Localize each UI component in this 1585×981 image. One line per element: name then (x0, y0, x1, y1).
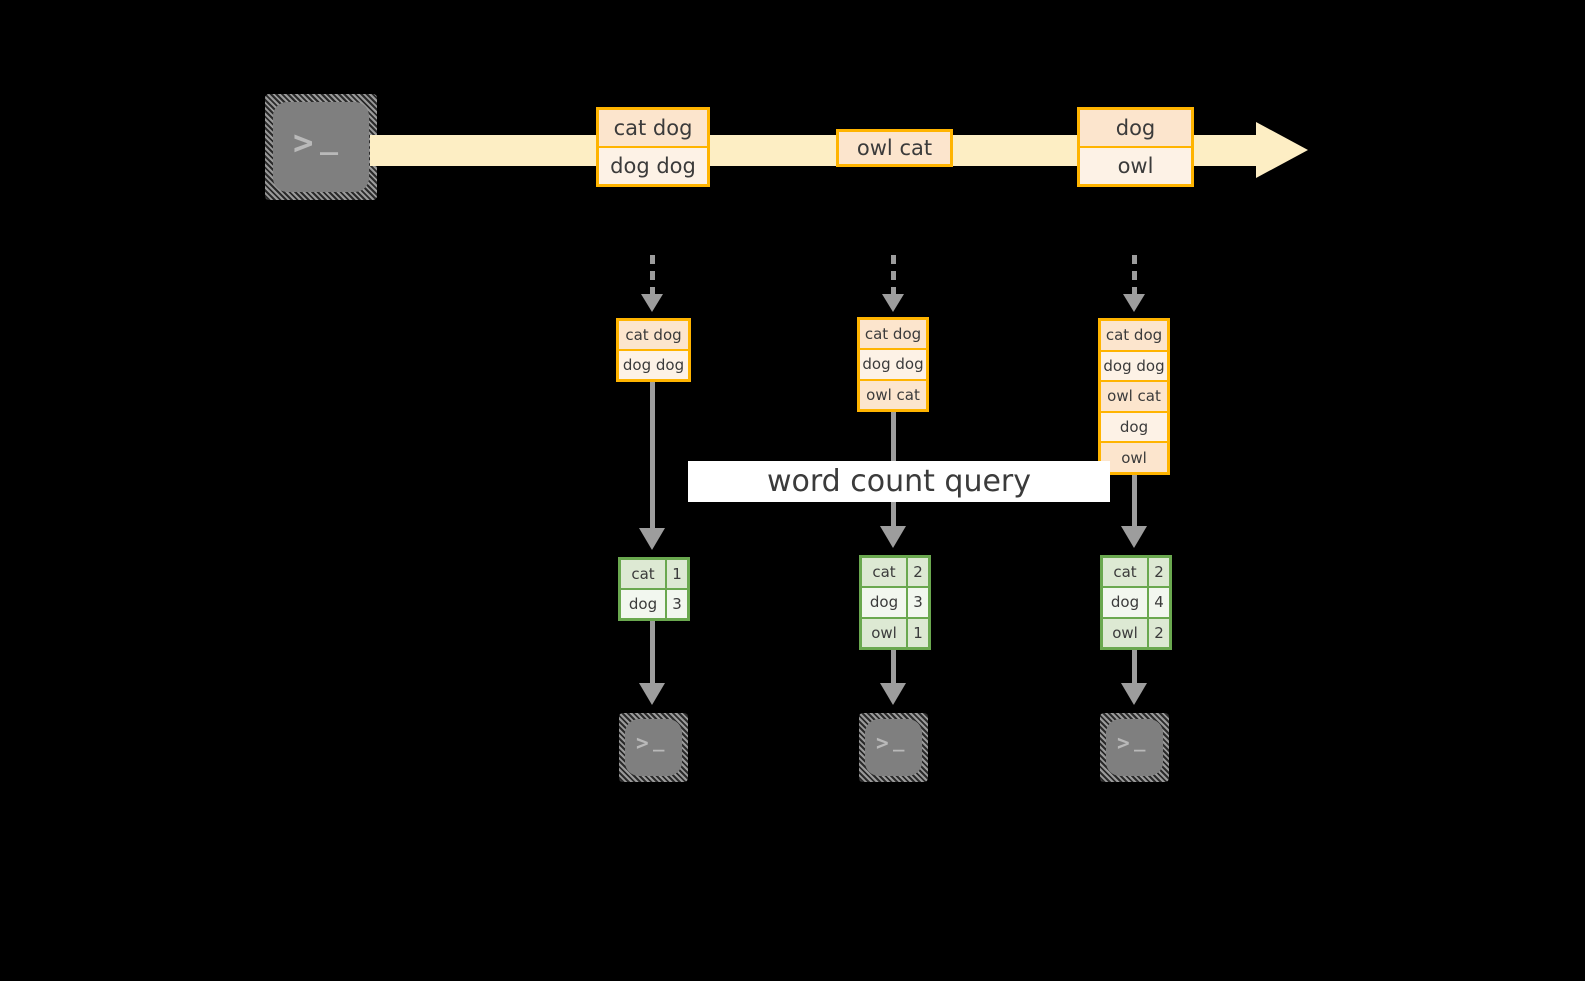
column-3-sink-arrowhead (1121, 683, 1147, 705)
count-cell: 3 (908, 588, 928, 617)
column-3-query-arrowhead (1121, 526, 1147, 548)
accumulated-line: cat dog (860, 320, 926, 349)
table-row: dog 4 (1103, 586, 1169, 617)
terminal-prompt-glyph: > (1117, 731, 1131, 755)
query-label: word count query (688, 461, 1110, 502)
table-row: cat 2 (1103, 558, 1169, 587)
stream-batch-1[interactable]: cat dog dog dog (596, 107, 710, 187)
accumulated-line: cat dog (1101, 321, 1167, 350)
count-cell: 1 (667, 560, 687, 588)
stream-arrow-head (1256, 122, 1308, 178)
column-1-query-connector (650, 382, 655, 532)
column-3-accumulated-box[interactable]: cat dog dog dog owl cat dog owl (1098, 318, 1170, 475)
terminal-body (1106, 719, 1163, 776)
column-3-input-arrowhead (1123, 294, 1145, 312)
word-cell: owl (1103, 618, 1149, 647)
terminal-body (625, 719, 682, 776)
terminal-cursor-glyph: _ (653, 730, 666, 752)
column-1-result-table[interactable]: cat 1 dog 3 (618, 557, 690, 621)
column-3-sink-terminal-icon: > _ (1100, 713, 1169, 782)
column-3-sink-connector (1132, 650, 1137, 687)
count-cell: 3 (667, 590, 687, 618)
terminal-cursor-glyph: _ (893, 730, 906, 752)
column-1-sink-terminal-icon: > _ (619, 713, 688, 782)
table-row: dog 3 (621, 588, 687, 618)
column-3-result-table[interactable]: cat 2 dog 4 owl 2 (1100, 555, 1172, 650)
terminal-body (865, 719, 922, 776)
column-3-input-connector (1132, 255, 1137, 300)
word-cell: dog (862, 588, 908, 617)
terminal-prompt-glyph: > (636, 731, 650, 755)
word-cell: cat (862, 558, 908, 587)
source-terminal-icon: > _ (265, 94, 377, 200)
stream-batch-3[interactable]: dog owl (1077, 107, 1194, 187)
column-1-input-connector (650, 255, 655, 300)
accumulated-line: owl (1101, 441, 1167, 472)
count-cell: 2 (1149, 618, 1169, 647)
terminal-cursor-glyph: _ (1134, 730, 1147, 752)
count-cell: 2 (908, 558, 928, 587)
column-2-accumulated-box[interactable]: cat dog dog dog owl cat (857, 317, 929, 412)
column-3-query-connector (1132, 475, 1137, 530)
word-cell: dog (621, 590, 667, 618)
column-2-sink-terminal-icon: > _ (859, 713, 928, 782)
terminal-cursor-glyph: _ (320, 121, 340, 156)
table-row: cat 1 (621, 560, 687, 588)
table-row: cat 2 (862, 558, 928, 587)
stream-batch-2[interactable]: owl cat (836, 129, 953, 167)
table-row: owl 2 (1103, 616, 1169, 647)
accumulated-line: owl cat (1101, 380, 1167, 411)
word-cell: cat (1103, 558, 1149, 587)
stream-line: owl cat (839, 132, 950, 164)
count-cell: 1 (908, 618, 928, 647)
count-cell: 2 (1149, 558, 1169, 587)
column-2-input-arrowhead (882, 294, 904, 312)
word-cell: dog (1103, 588, 1149, 617)
column-1-query-arrowhead (639, 528, 665, 550)
stream-line: cat dog (599, 110, 707, 146)
accumulated-line: dog dog (619, 349, 688, 379)
column-1-sink-arrowhead (639, 683, 665, 705)
column-1-accumulated-box[interactable]: cat dog dog dog (616, 318, 691, 382)
count-cell: 4 (1149, 588, 1169, 617)
accumulated-line: dog dog (1101, 349, 1167, 381)
column-1-sink-connector (650, 621, 655, 687)
column-2-input-connector (891, 255, 896, 300)
stream-line: dog dog (599, 146, 707, 184)
column-2-result-table[interactable]: cat 2 dog 3 owl 1 (859, 555, 931, 650)
terminal-prompt-glyph: > (293, 123, 316, 163)
stream-line: owl (1080, 146, 1191, 184)
column-2-sink-arrowhead (880, 683, 906, 705)
terminal-prompt-glyph: > (876, 731, 890, 755)
column-1-input-arrowhead (641, 294, 663, 312)
word-cell: cat (621, 560, 667, 588)
column-2-sink-connector (891, 650, 896, 687)
accumulated-line: owl cat (860, 378, 926, 409)
accumulated-line: dog (1101, 410, 1167, 442)
terminal-body (273, 102, 369, 192)
accumulated-line: cat dog (619, 321, 688, 349)
accumulated-line: dog dog (860, 348, 926, 379)
stream-line: dog (1080, 110, 1191, 146)
table-row: owl 1 (862, 616, 928, 647)
column-2-query-arrowhead (880, 526, 906, 548)
word-cell: owl (862, 618, 908, 647)
table-row: dog 3 (862, 586, 928, 617)
